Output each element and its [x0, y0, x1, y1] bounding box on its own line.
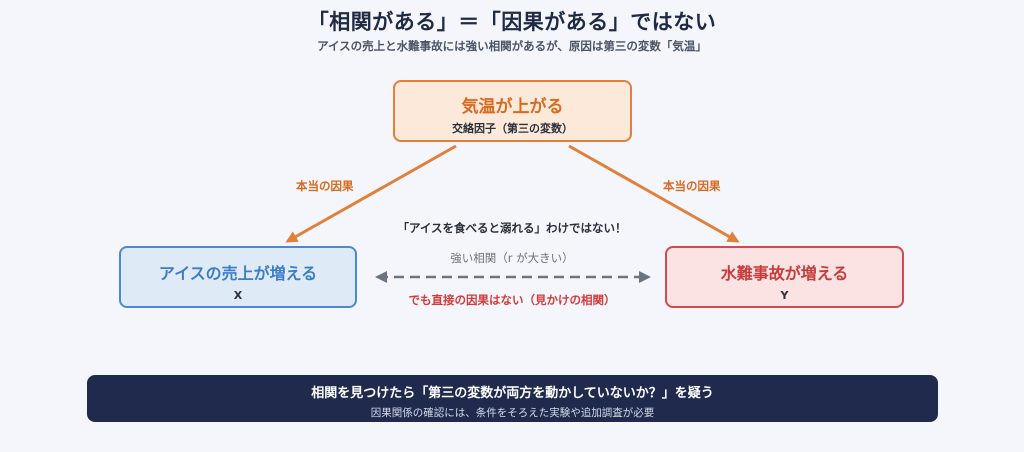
x-label: アイスの売上が増える	[158, 264, 318, 283]
x-node: アイスの売上が増える X	[119, 246, 357, 308]
causal-arrow-left	[285, 144, 457, 243]
y-sublabel: Y	[780, 289, 789, 302]
causal-arrow-right	[568, 144, 740, 243]
takeaway-banner: 相関を見つけたら「第三の変数が両方を動かしていないか？」を疑う 因果関係の確認に…	[87, 375, 938, 422]
confounder-sublabel: 交絡因子（第三の変数）	[452, 122, 573, 135]
x-sublabel: X	[233, 289, 243, 302]
confounder-label: 気温が上がる	[461, 97, 564, 117]
myth-label: 「アイスを食べると溺れる」わけではない！	[397, 221, 627, 235]
diagram-title: 「相関がある」＝「因果がある」ではない	[307, 10, 717, 34]
strong-correlation-label: 強い相関（r が大きい）	[450, 251, 574, 265]
not-direct-causal-label: でも直接の因果はない（見かけの相関）	[408, 293, 616, 307]
banner-main-text: 相関を見つけたら「第三の変数が両方を動かしていないか？」を疑う	[311, 386, 714, 401]
y-label: 水難事故が増える	[720, 264, 849, 283]
diagram-subtitle: アイスの売上と水難事故には強い相関があるが、原因は第三の変数「気温」	[317, 39, 707, 53]
banner-sub-text: 因果関係の確認には、条件をそろえた実験や追加調査が必要	[370, 407, 655, 419]
cause-label-right: 本当の因果	[663, 179, 721, 193]
y-node: 水難事故が増える Y	[665, 246, 904, 308]
cause-label-left: 本当の因果	[296, 179, 354, 193]
confounder-node: 気温が上がる 交絡因子（第三の変数）	[393, 80, 632, 142]
